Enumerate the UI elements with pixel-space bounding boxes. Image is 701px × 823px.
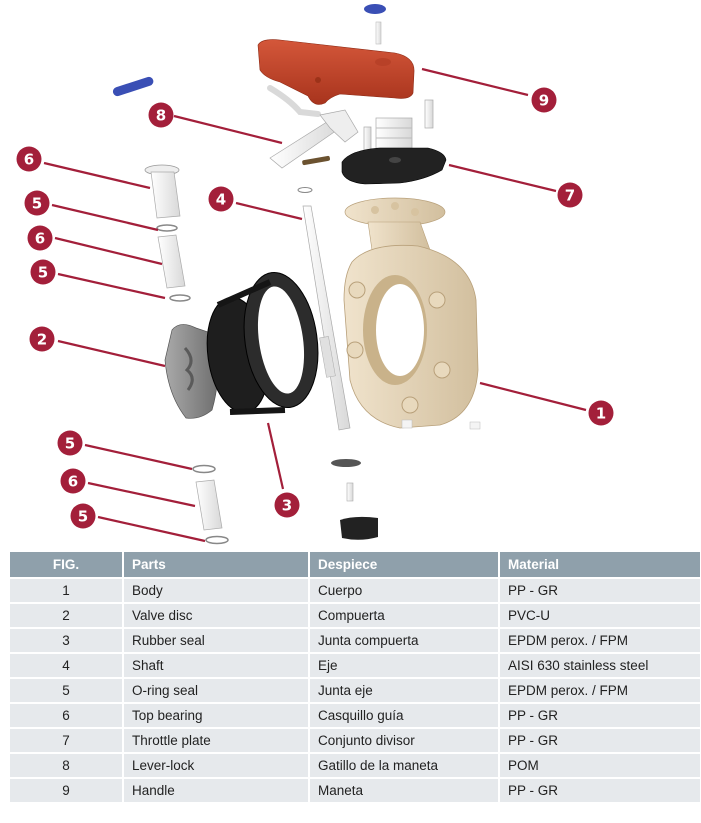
- column-header-despiece: Despiece: [310, 552, 498, 577]
- svg-text:6: 6: [68, 473, 78, 491]
- body-part: [343, 197, 481, 430]
- callout-5-mid: 5: [30, 259, 56, 285]
- fig-cell: 6: [10, 704, 122, 727]
- callout-2: 2: [29, 326, 55, 352]
- material-cell: PP - GR: [500, 579, 700, 602]
- callout-7: 7: [557, 182, 583, 208]
- pin-part: [302, 155, 330, 166]
- svg-text:1: 1: [596, 405, 606, 423]
- despiece-cell: Compuerta: [310, 604, 498, 627]
- svg-text:3: 3: [282, 497, 292, 515]
- part-cell: O-ring seal: [124, 679, 308, 702]
- fig-cell: 1: [10, 579, 122, 602]
- washer-part: [297, 187, 313, 193]
- part-cell: Shaft: [124, 654, 308, 677]
- handle-part: [257, 39, 415, 105]
- fig-cell: 3: [10, 629, 122, 652]
- column-header-material: Material: [500, 552, 700, 577]
- throttle-plate-part: [341, 147, 447, 185]
- valve-disc-part: [164, 324, 218, 419]
- svg-text:7: 7: [565, 187, 575, 205]
- lever-lock-part: [267, 85, 359, 169]
- svg-text:4: 4: [216, 191, 226, 209]
- svg-text:2: 2: [37, 331, 47, 349]
- callout-9: 9: [531, 87, 557, 113]
- part-cell: Valve disc: [124, 604, 308, 627]
- bearing-stack-bottom: [192, 464, 229, 545]
- callout-5-bottom-b: 5: [70, 503, 96, 529]
- fig-cell: 9: [10, 779, 122, 802]
- despiece-cell: Junta compuerta: [310, 629, 498, 652]
- part-cell: Top bearing: [124, 704, 308, 727]
- cap-part: [364, 4, 386, 45]
- despiece-cell: Gatillo de la maneta: [310, 754, 498, 777]
- despiece-cell: Eje: [310, 654, 498, 677]
- material-cell: PP - GR: [500, 729, 700, 752]
- callout-6-top: 6: [16, 146, 42, 172]
- shaft-part: [302, 205, 351, 431]
- material-cell: POM: [500, 754, 700, 777]
- despiece-cell: Junta eje: [310, 679, 498, 702]
- fig-cell: 4: [10, 654, 122, 677]
- material-cell: PP - GR: [500, 779, 700, 802]
- part-cell: Throttle plate: [124, 729, 308, 752]
- svg-text:8: 8: [156, 107, 166, 125]
- material-cell: AISI 630 stainless steel: [500, 654, 700, 677]
- bearing-stack-top: [144, 164, 191, 302]
- callout-6-bottom: 6: [60, 468, 86, 494]
- bottom-fasteners: [331, 459, 378, 540]
- despiece-cell: Casquillo guía: [310, 704, 498, 727]
- fig-cell: 7: [10, 729, 122, 752]
- callout-5-top: 5: [24, 190, 50, 216]
- leader-lines: [43, 67, 587, 543]
- material-cell: PP - GR: [500, 704, 700, 727]
- svg-text:9: 9: [539, 92, 549, 110]
- exploded-view-diagram: 9 8 7 6 5 6 5 4 2 1 5 6 3 5: [16, 4, 614, 545]
- svg-text:5: 5: [38, 264, 48, 282]
- svg-text:6: 6: [24, 151, 34, 169]
- callout-6-mid: 6: [27, 225, 53, 251]
- callout-4: 4: [208, 186, 234, 212]
- callout-1: 1: [588, 400, 614, 426]
- fig-cell: 8: [10, 754, 122, 777]
- column-header-parts: Parts: [124, 552, 308, 577]
- rubber-seal-part: [206, 271, 319, 415]
- part-cell: Lever-lock: [124, 754, 308, 777]
- fig-cell: 5: [10, 679, 122, 702]
- column-header-fig: FIG.: [10, 552, 122, 577]
- callout-5-bottom-a: 5: [57, 430, 83, 456]
- svg-text:5: 5: [78, 508, 88, 526]
- svg-text:5: 5: [65, 435, 75, 453]
- despiece-cell: Maneta: [310, 779, 498, 802]
- material-cell: PVC-U: [500, 604, 700, 627]
- blue-pin-part: [112, 76, 154, 97]
- callout-3: 3: [274, 492, 300, 518]
- despiece-cell: Cuerpo: [310, 579, 498, 602]
- despiece-cell: Conjunto divisor: [310, 729, 498, 752]
- svg-text:6: 6: [35, 230, 45, 248]
- part-cell: Rubber seal: [124, 629, 308, 652]
- part-cell: Body: [124, 579, 308, 602]
- part-cell: Handle: [124, 779, 308, 802]
- callout-8: 8: [148, 102, 174, 128]
- material-cell: EPDM perox. / FPM: [500, 629, 700, 652]
- fastener-parts: [363, 99, 434, 156]
- material-cell: EPDM perox. / FPM: [500, 679, 700, 702]
- table-header-row: FIG. Parts Despiece Material: [10, 552, 700, 577]
- svg-text:5: 5: [32, 195, 42, 213]
- fig-cell: 2: [10, 604, 122, 627]
